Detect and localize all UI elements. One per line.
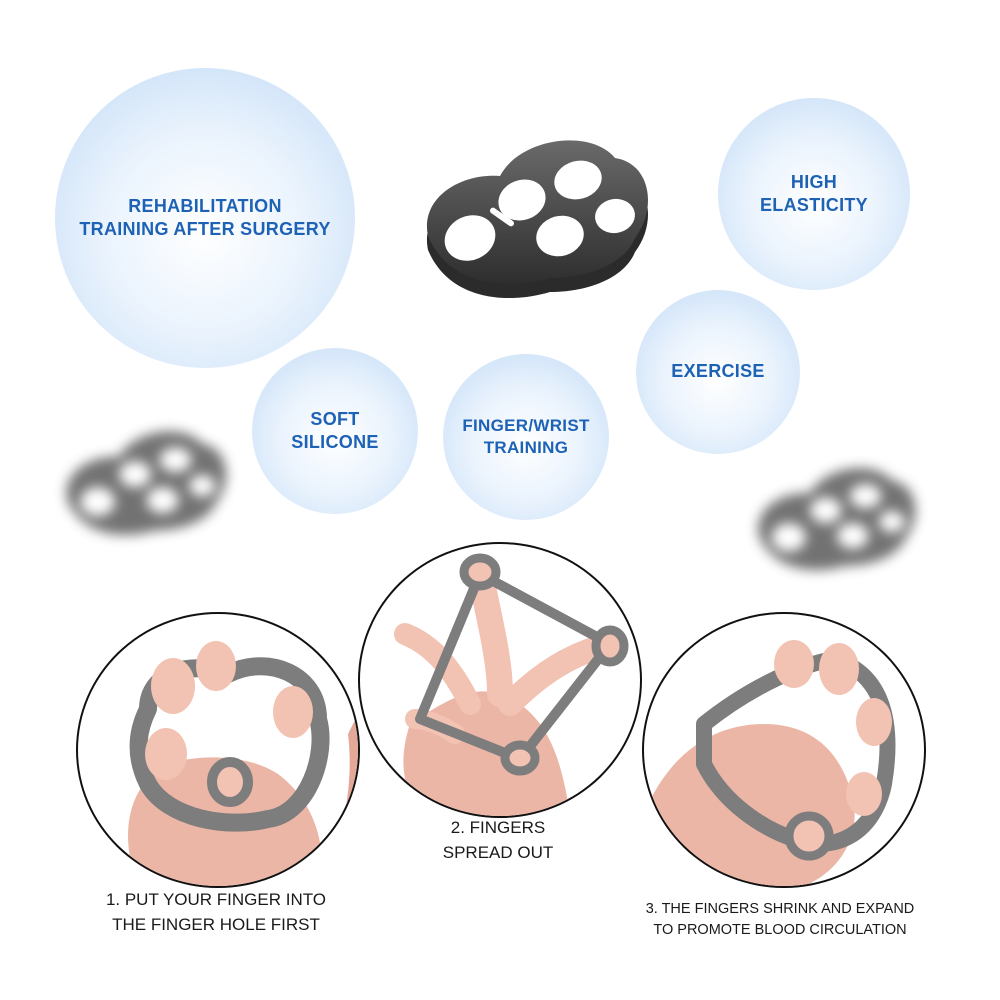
feature-bubble-high-elasticity: HIGH ELASTICITY bbox=[718, 98, 910, 290]
finger-stretcher-blurred-right bbox=[758, 467, 916, 571]
step-2-image bbox=[358, 542, 642, 818]
finger-stretcher-blurred-left bbox=[66, 431, 227, 535]
feature-bubble-exercise: EXERCISE bbox=[636, 290, 800, 454]
hand-icon bbox=[644, 640, 896, 886]
feature-bubble-soft-silicone: SOFT SILICONE bbox=[252, 348, 418, 514]
finger-stretcher-image bbox=[426, 140, 649, 298]
feature-label: HIGH ELASTICITY bbox=[759, 171, 868, 215]
hand-icon bbox=[128, 641, 358, 886]
step-3-caption: 3. THE FINGERS SHRINK AND EXPAND TO PROM… bbox=[645, 901, 915, 939]
feature-bubble-finger-wrist-training: FINGER/WRIST TRAINING bbox=[443, 354, 609, 520]
feature-label: REHABILITATION TRAINING AFTER SURGERY bbox=[79, 195, 331, 239]
step-1-caption: 1. PUT YOUR FINGER INTO THE FINGER HOLE … bbox=[105, 890, 327, 934]
feature-label: SOFT SILICONE bbox=[291, 408, 379, 452]
feature-label: FINGER/WRIST TRAINING bbox=[462, 415, 590, 457]
hand-icon bbox=[394, 553, 629, 816]
feature-label: EXERCISE bbox=[671, 361, 765, 382]
step-2-caption: 2. FINGERS SPREAD OUT bbox=[442, 818, 554, 862]
step-3-image bbox=[642, 612, 926, 888]
feature-bubble-rehabilitation: REHABILITATION TRAINING AFTER SURGERY bbox=[55, 68, 355, 368]
step-1-image bbox=[76, 612, 360, 888]
